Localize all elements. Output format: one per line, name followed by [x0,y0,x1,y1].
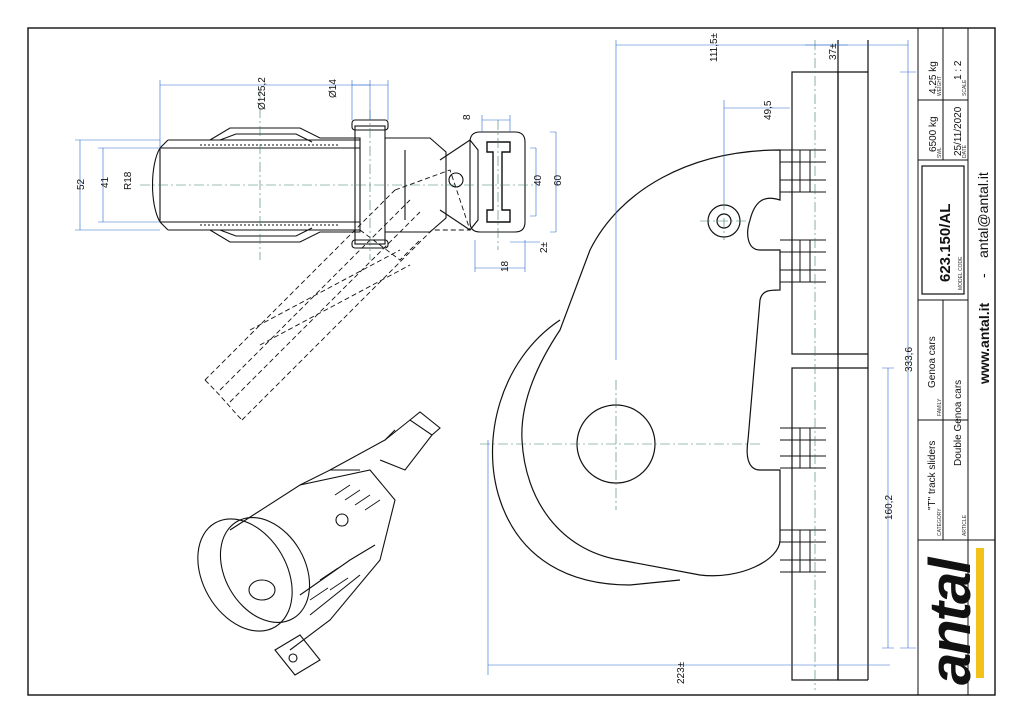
weight-label: WEIGHT [937,76,943,96]
side-view [140,90,540,421]
swl-label: SWL [937,147,943,158]
dim-track-60: 60 [553,174,564,186]
dim-track-2: 2± [539,241,550,253]
email-link[interactable]: antal@antal.it [975,172,991,258]
dim-front-223: 223± [676,661,687,684]
category-value: "T" track sliders [927,441,938,510]
date-label: DATE [962,144,968,158]
date-value: 25/11/2020 [953,106,964,156]
scale-value: 1 : 2 [953,60,964,80]
weight-value: 4,25 kg [928,61,939,94]
brand-accent-bar [976,548,984,678]
dim-front-111: 111,5± [709,32,720,62]
track-outline [837,40,869,680]
dim-front-49: 49,5 [763,100,774,120]
title-block [917,27,996,696]
scale-label: SCALE [962,79,968,96]
front-view-dimensions [487,40,916,675]
dim-diameter-14: Ø14 [328,79,339,98]
dim-diameter-125: Ø125,2 [257,77,268,110]
sheet-border [27,27,996,696]
isometric-view [197,411,441,676]
contact-separator: - [975,273,991,278]
dim-height-52: 52 [76,178,87,190]
main-plate [521,149,781,577]
website-link[interactable]: www.antal.it [976,303,992,385]
category-label: CATEGORY [937,508,943,536]
article-label: ARTICLE [962,514,968,536]
dim-track-8: 8 [462,114,473,120]
dim-radius-18: R18 [123,171,134,190]
family-value: Genoa cars [927,336,938,388]
front-view [480,40,869,690]
side-view-dimensions [75,80,557,272]
dim-front-333: 333,6 [904,347,915,372]
brand-logo: antal [918,556,983,685]
model-code: 623.150/AL [937,204,954,282]
article-value: Double Genoa cars [953,380,964,466]
swl-value: 6500 kg [928,116,939,152]
family-label: FAMILY [937,398,943,416]
dim-front-160: 160,2 [884,495,895,520]
dim-front-37: 37± [828,43,839,60]
dim-track-18: 18 [500,260,511,272]
model-code-label: MODEL CODE [958,256,964,290]
dim-height-41: 41 [100,176,111,188]
dim-track-40: 40 [533,174,544,186]
